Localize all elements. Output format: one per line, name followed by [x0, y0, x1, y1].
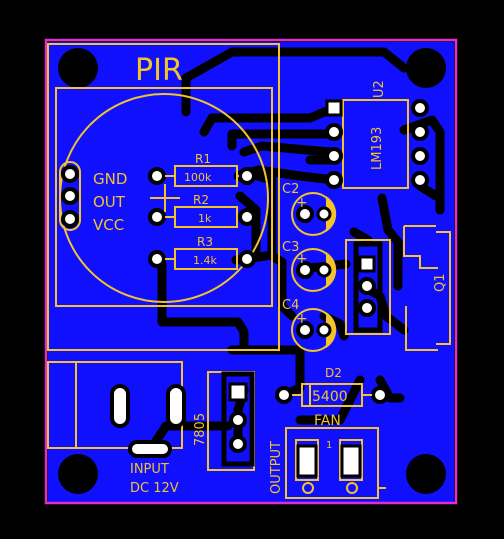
- regulator-7805: [207, 371, 255, 471]
- svg-text:+: +: [296, 251, 308, 267]
- input-label: INPUT: [130, 462, 169, 477]
- pin-label-vcc: VCC: [93, 216, 124, 234]
- r1-ref: R1: [195, 152, 211, 166]
- r3-ref: R3: [197, 235, 213, 249]
- resistor-r1: [148, 165, 256, 187]
- board-outline: [44, 38, 458, 505]
- c4-ref: C4: [282, 298, 299, 313]
- r1-value: 100k: [184, 171, 212, 184]
- pir-title: PIR: [135, 53, 183, 88]
- diode-d2: [275, 383, 389, 407]
- fan-label: FAN: [314, 413, 341, 429]
- input-voltage: DC 12V: [130, 481, 179, 496]
- capacitor-c3: +: [291, 248, 337, 292]
- r2-value: 1k: [198, 212, 212, 225]
- mounting-holes: [58, 48, 446, 494]
- dc-input-jack: [47, 361, 186, 458]
- regulator-label: 7805: [193, 413, 208, 446]
- q1-ref: Q1: [433, 273, 448, 292]
- fan-connector: [285, 427, 386, 499]
- svg-text:+: +: [296, 311, 308, 327]
- transistor-q1: [345, 225, 451, 351]
- ic-ref: U2: [372, 80, 387, 98]
- r3-value: 1.4k: [193, 254, 217, 267]
- ic-part: LM193: [370, 127, 385, 170]
- resistor-r3: [148, 248, 256, 270]
- svg-text:+: +: [296, 195, 308, 211]
- capacitor-c2: +: [291, 192, 337, 236]
- c3-ref: C3: [282, 240, 299, 255]
- pin-label-out: OUT: [93, 193, 126, 211]
- c2-ref: C2: [282, 182, 299, 197]
- pin-label-gnd: GND: [93, 170, 127, 188]
- fan-pin-mark: 1: [326, 440, 332, 451]
- d2-ref: D2: [325, 366, 342, 380]
- pir-connector: [59, 161, 81, 231]
- resistor-r2: [148, 206, 256, 228]
- capacitor-c4: +: [291, 308, 337, 352]
- d2-value: 5400: [312, 389, 348, 405]
- output-label: OUTPUT: [269, 441, 284, 494]
- r2-ref: R2: [193, 193, 209, 207]
- ic-lm193: [325, 99, 429, 189]
